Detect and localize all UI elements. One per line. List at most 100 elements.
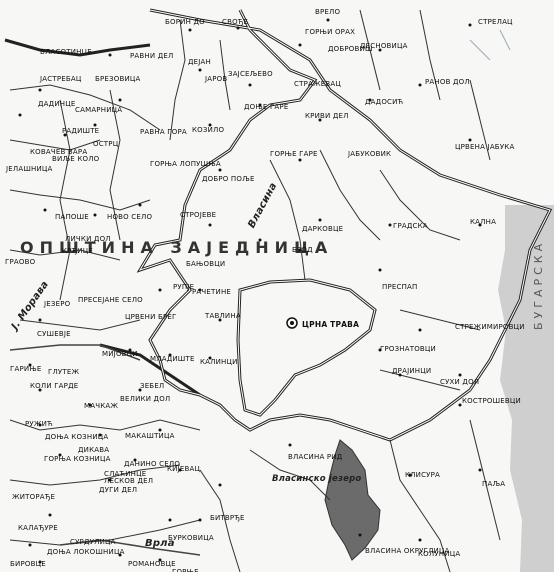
place-label: ДУГИ ДЕЛ	[99, 486, 138, 494]
place-label: КОЛИ ГАРДЕ	[30, 382, 79, 390]
place-label: ЈЕЗЕРО	[44, 300, 71, 308]
place-label: СТРОЈЕВЕ	[180, 211, 217, 219]
place-label: СЛАЋИНЦЕ	[104, 470, 147, 478]
place-label: ВЛАСИНА ОКРУГЛИЦА	[365, 547, 450, 555]
place-label: ДЕСНОВИЦА	[360, 42, 408, 50]
place-label: ЦРВЕНА ЈАБУКА	[455, 143, 515, 151]
place-label: ЦРНА ТРАВА	[302, 320, 360, 329]
place-label: СУШЕВЈЕ	[37, 330, 71, 338]
place-label: РОМАНОВЦЕ	[128, 560, 176, 568]
place-label: ВИЉЕ КОЛО	[52, 155, 100, 163]
place-label: ЗЕБЕЛ	[140, 382, 165, 390]
place-label: ЈЕЛАШНИЦА	[6, 165, 53, 173]
place-label: КАЛИНЦИ	[200, 358, 238, 366]
place-label: ГРОЗНАТОВЦИ	[380, 345, 436, 353]
blue-marks	[469, 29, 511, 61]
border-west	[4, 38, 151, 57]
place-label: ГОРЊА ЛОПУШЊА	[150, 160, 221, 168]
place-label: КРИВИ ДЕЛ	[305, 112, 349, 120]
place-label: СТРАЖЕВАЦ	[294, 80, 341, 88]
place-label: РАВНА ГОРА	[140, 128, 187, 136]
place-label: ГАРИЊЕ	[10, 365, 42, 373]
place-label: КАЛНА	[470, 218, 497, 226]
place-label: РАВНИ ДЕЛ	[130, 52, 174, 60]
place-label: МАЧКАЖ	[84, 402, 119, 410]
place-label: ЈАСТРЕБАЦ	[40, 75, 82, 83]
place-label: ДЕЈАН	[188, 58, 212, 66]
place-dots	[18, 18, 482, 564]
place-label: ГРАОВО	[5, 258, 36, 266]
place-label: ДАНИНО СЕЛО	[124, 460, 181, 468]
place-label: МИЈОВЦИ	[102, 350, 138, 358]
place-label: КОВАЧЕВ ВАРА	[30, 148, 88, 156]
vlasina-lake	[324, 439, 381, 561]
place-label: ДОЊЕ ГАРЕ	[244, 103, 289, 111]
river-label-vrla: Врла	[145, 538, 175, 549]
place-label: КОЗИЛО	[192, 126, 225, 134]
place-label: ОСТРЦ	[93, 140, 119, 148]
place-label: ЛЕСКОВ ДЕЛ	[104, 477, 154, 485]
place-label: КАЛАЂУРЕ	[18, 524, 58, 532]
place-label: БОРИН ДО	[165, 18, 205, 26]
place-label: САМАРНИЦА	[75, 106, 123, 114]
place-label: ЖИТОРАЂЕ	[12, 493, 56, 501]
place-label: ЗАЈСЕЉЕВО	[228, 70, 273, 78]
place-label: БУРКОВИЦА	[168, 534, 214, 542]
place-label: ЦРВЕНИ БРЕГ	[125, 313, 177, 321]
road-west	[9, 344, 141, 361]
place-label: БРОД	[292, 246, 313, 254]
place-label: СТРЕЖИМИРОВЦИ	[455, 323, 525, 331]
place-label: МАКАШТИЦА	[125, 432, 175, 440]
place-label: ВЕЛИКИ ДОЛ	[120, 395, 171, 403]
place-label: ДОЊА КОЗНИЦА	[45, 433, 109, 441]
place-label: РУПЈЕ	[173, 283, 195, 291]
place-label: КЛИСУРА	[405, 471, 441, 479]
place-label: КОСТРОШЕВЦИ	[462, 397, 521, 405]
place-label: ПАПОШЕ	[55, 213, 89, 221]
place-label: МЛАДИШТЕ	[150, 355, 195, 363]
place-label: РУЖИЋ	[25, 420, 53, 428]
place-label: ЛИЧКИ ДОЛ	[65, 235, 111, 243]
place-label: КОЛУНИЦА	[418, 550, 461, 558]
place-label: ПРЕСЕЈАНЕ СЕЛО	[78, 296, 143, 304]
place-label: БИТВРЂЕ	[210, 514, 245, 522]
place-label: ПАЉА	[482, 480, 506, 488]
place-label: БИРОВЦЕ	[10, 560, 46, 568]
place-label: ГОРЊА КОЗНИЦА	[44, 455, 111, 463]
border-inner	[236, 278, 377, 417]
place-label: БАЊОВЦИ	[186, 260, 226, 268]
region-label-zajednica: ОПШТИНА ЗАЈЕДНИЦА	[20, 238, 334, 257]
place-label: ГЛУТЕЖ	[48, 368, 80, 376]
place-label: КИЈЕВАЦ	[167, 465, 201, 473]
place-label: СУРДУЛИЦА	[70, 538, 116, 546]
place-label: ПРЕСПАП	[382, 283, 418, 291]
place-label: СВОЂЕ	[222, 18, 249, 26]
place-label: ГОРЊЕ	[172, 568, 199, 572]
region-label-bulgaria: БУГАРСКА	[532, 239, 545, 330]
place-label: РАНОВ ДОЛ	[425, 78, 470, 86]
crna-trava-marker	[286, 317, 298, 329]
place-label: ДАДИНЦЕ	[38, 100, 76, 108]
place-label: ДАРКОВЦЕ	[302, 225, 344, 233]
place-label: БРЕЗОВИЦА	[95, 75, 141, 83]
place-label: ДОЊА ЛОКОШНИЦА	[47, 548, 125, 556]
place-label: ГРАДСКА	[393, 222, 428, 230]
place-label: РАЧЕТИНЕ	[192, 288, 232, 296]
place-label: ДРАЈИНЦИ	[392, 367, 432, 375]
place-label: КРЂИЦЕ	[62, 247, 93, 255]
place-label: ДОБРОВИШ	[328, 45, 373, 53]
border-crossing	[99, 343, 201, 397]
place-label: ЈАРОВ	[205, 75, 228, 83]
place-label: РАДИШТЕ	[62, 127, 100, 135]
bulgaria-area	[498, 205, 554, 572]
place-label: СТРЕЛАЦ	[478, 18, 513, 26]
place-label: ДИКАВА	[78, 446, 110, 454]
place-label: ЈАБУКОВИК	[348, 150, 392, 158]
place-label: НОВО СЕЛО	[107, 213, 153, 221]
place-label: ДОБРО ПОЉЕ	[202, 175, 255, 183]
place-label: СУХИ ДОЛ	[440, 378, 480, 386]
place-label: ВЛАСИНА РИД	[288, 453, 343, 461]
place-label: ДАДОСИЋ	[365, 98, 404, 106]
